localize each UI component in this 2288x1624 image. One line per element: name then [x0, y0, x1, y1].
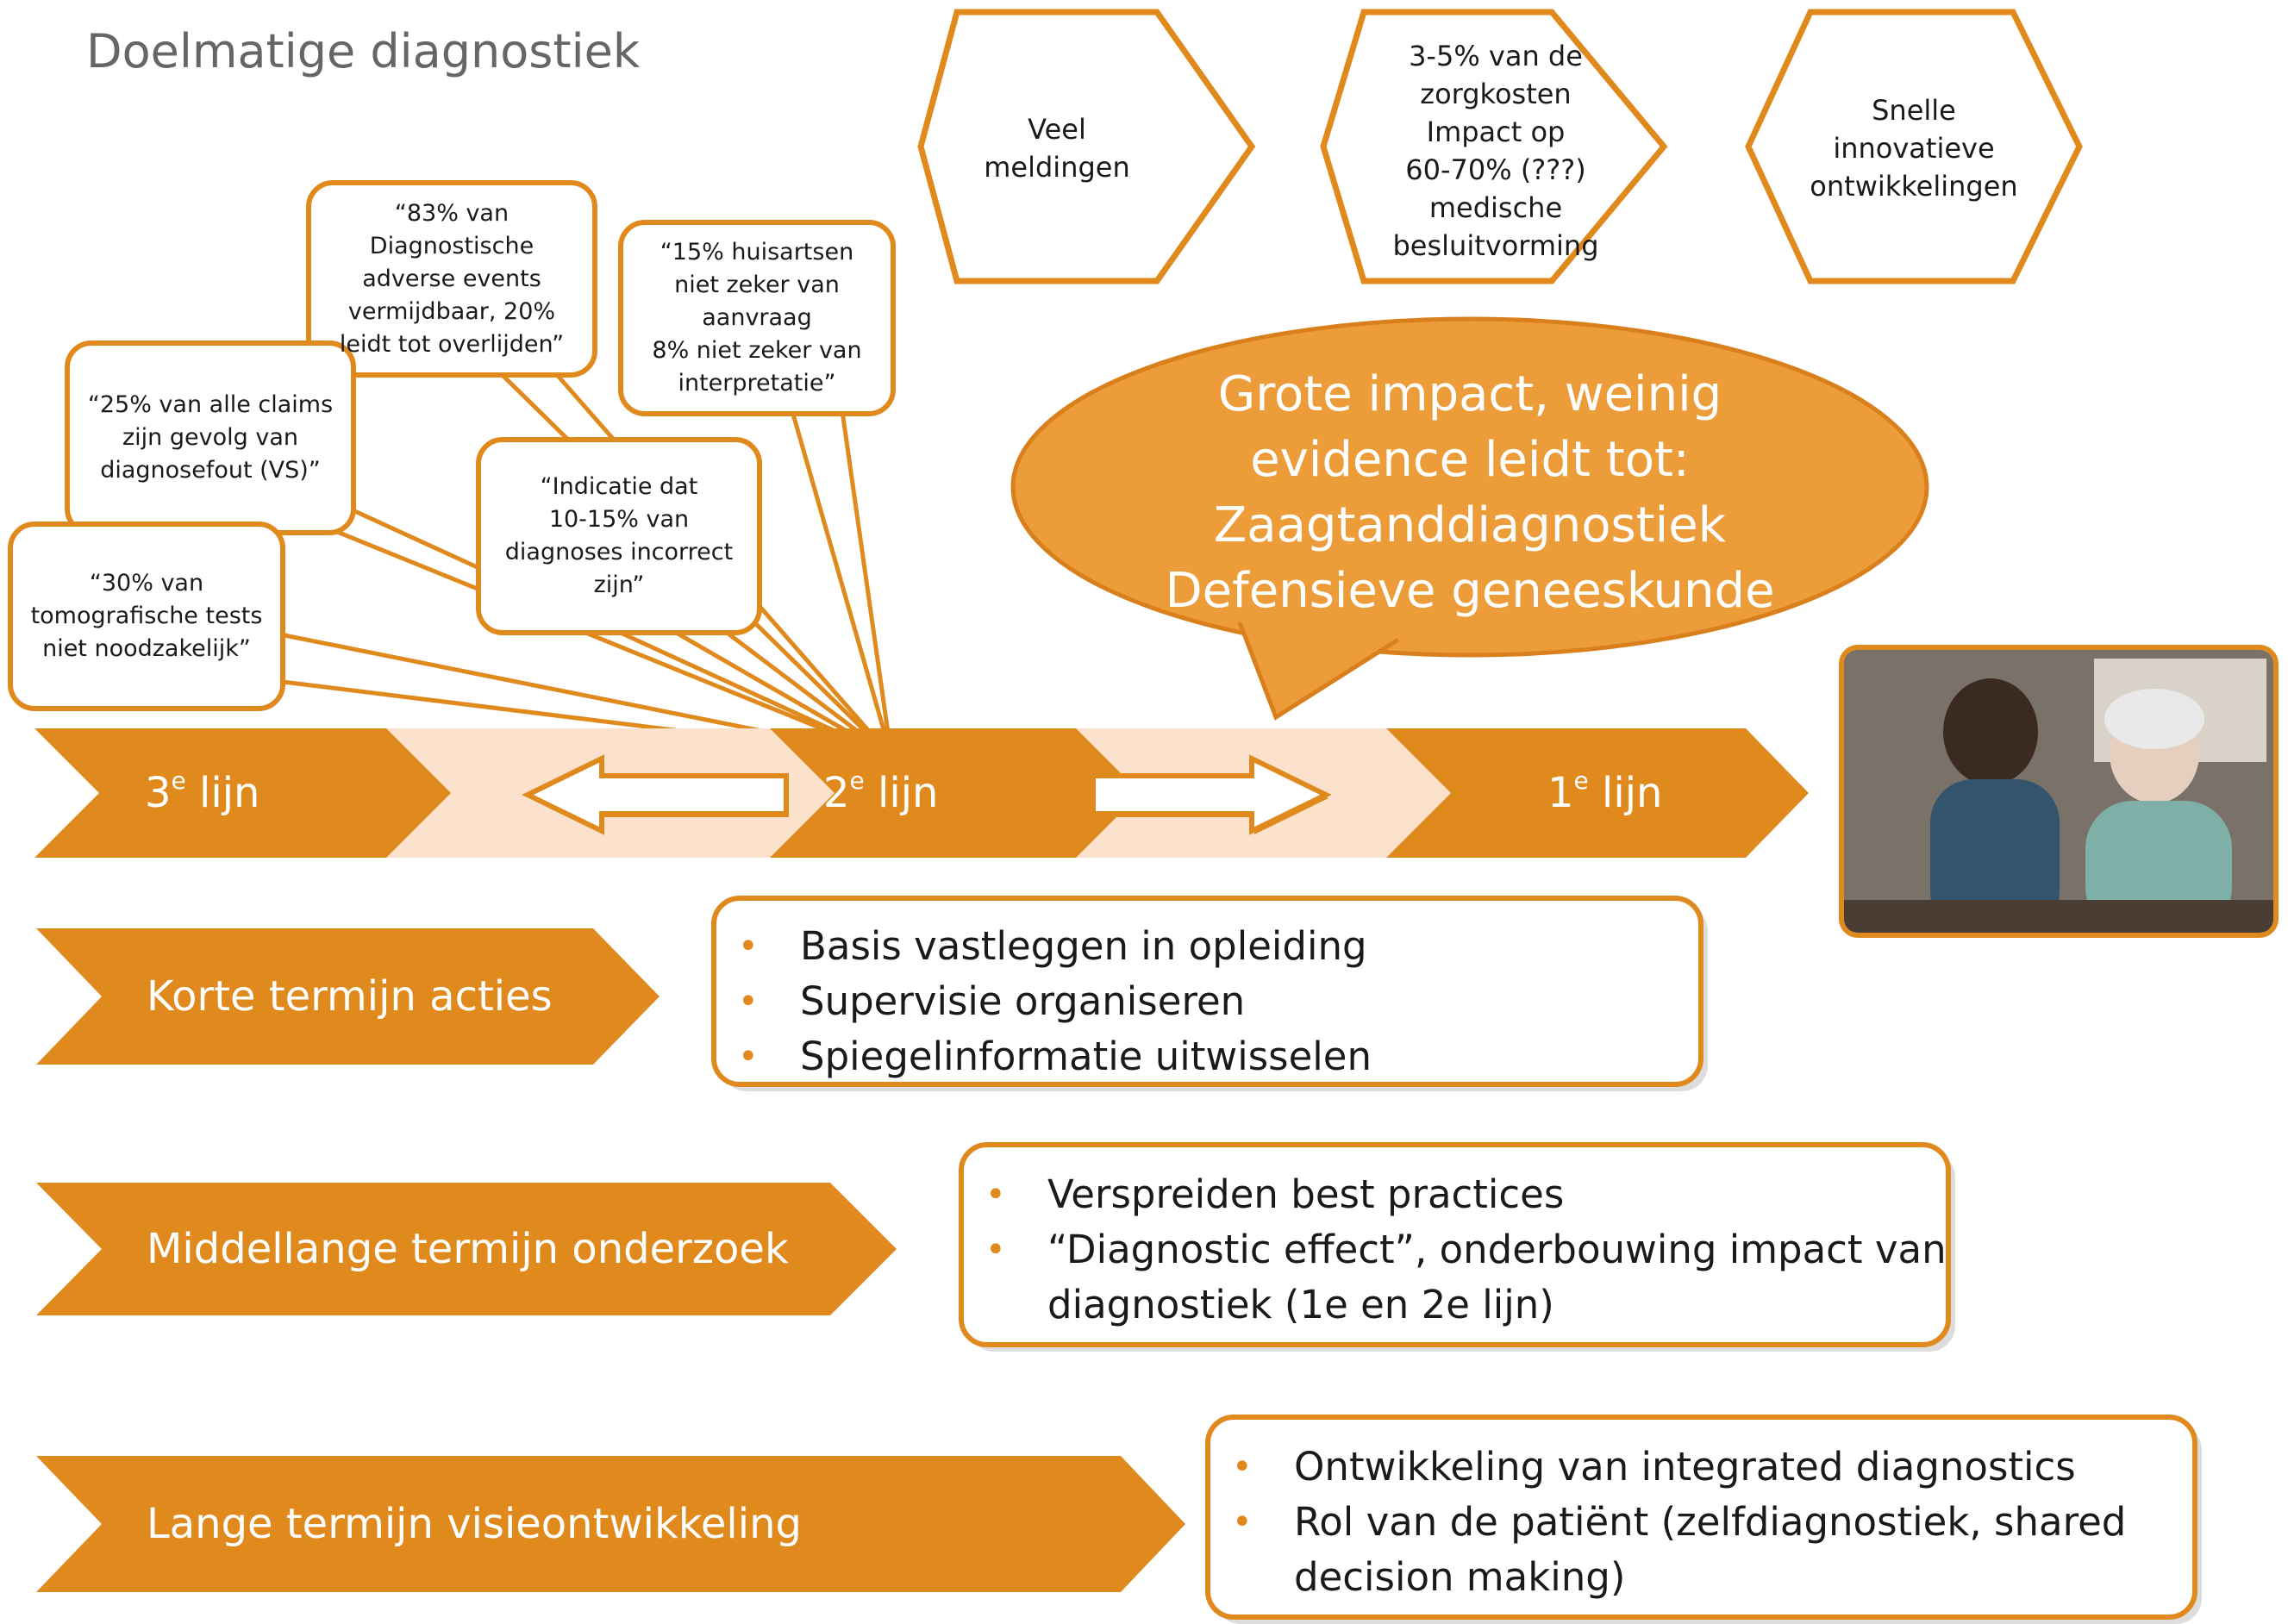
bullet-item: Verspreiden best practices: [961, 1167, 1947, 1222]
callout-box-indicatie: [476, 437, 762, 635]
arrow-left-icon: [522, 754, 789, 835]
callout-box-83: [306, 180, 597, 378]
bullet-item: “Diagnostic effect”, onderbouwing impact…: [961, 1222, 1947, 1277]
hexagon-text-meldingen: Veel meldingen: [984, 113, 1130, 184]
callout-box-15: [618, 220, 896, 416]
row-label-lange-termijn: Lange termijn visieontwikkeling: [147, 1500, 802, 1548]
arrow-right-icon: [1091, 754, 1332, 835]
caregiver-photo: [1839, 645, 2279, 938]
callout-text-30: “30% van tomografische tests niet noodza…: [30, 570, 263, 662]
lijn-label-1e: 1e lijn: [1547, 766, 1663, 817]
chevron-lange-termijn: [36, 1456, 1185, 1592]
bubble-line-2: evidence leidt tot:: [1250, 432, 1690, 488]
bullet-list-middellange: Verspreiden best practices “Diagnostic e…: [961, 1167, 1947, 1333]
lijn-band: [34, 728, 1809, 858]
callout-box-30: [8, 522, 285, 711]
bullet-list-lange: Ontwikkeling van integrated diagnostics …: [1208, 1440, 2126, 1605]
bullet-item: Supervisie organiseren: [714, 974, 1372, 1029]
row-label-korte-termijn: Korte termijn acties: [147, 972, 553, 1021]
caregiver-photo-illustration: [1844, 650, 2273, 933]
bullet-item: Ontwikkeling van integrated diagnostics: [1208, 1440, 2126, 1495]
bullet-item: Basis vastleggen in opleiding: [714, 919, 1372, 974]
bullet-item-continuation: decision making): [1294, 1554, 1626, 1600]
bubble-line-3: Zaagtanddiagnostiek: [1213, 497, 1727, 553]
speech-bubble-impact: [1010, 316, 1929, 721]
lijn-label-3e: 3e lijn: [145, 766, 260, 817]
bullet-item: Rol van de patiënt (zelfdiagnostiek, sha…: [1208, 1495, 2126, 1550]
hexagon-text-zorgkosten: 3-5% van de zorgkosten Impact op 60-70% …: [1392, 40, 1599, 262]
bubble-line-1: Grote impact, weinig: [1217, 366, 1722, 422]
chevron-middellange-termijn: [36, 1183, 897, 1315]
bullet-item: Spiegelinformatie uitwisselen: [714, 1029, 1372, 1084]
page-title: Doelmatige diagnostiek: [86, 24, 641, 78]
lijn-label-2e: 2e lijn: [823, 766, 939, 817]
hexagon-innovatie: [1745, 9, 2083, 284]
callout-text-15: “15% huisartsen niet zeker van aanvraag …: [652, 239, 862, 397]
hexagon-zorgkosten: [1320, 9, 1668, 284]
callout-text-25: “25% van alle claims zijn gevolg van dia…: [87, 391, 334, 484]
bullet-list-korte: Basis vastleggen in opleiding Supervisie…: [714, 919, 1372, 1084]
hexagon-veel-meldingen: [917, 9, 1256, 284]
hexagon-text-innovatie: Snelle innovatieve ontwikkelingen: [1810, 94, 2018, 203]
callout-text-83: “83% van Diagnostische adverse events ve…: [339, 200, 565, 358]
row-label-middellange-termijn: Middellange termijn onderzoek: [147, 1225, 789, 1273]
bullet-item-continuation: diagnostiek (1e en 2e lijn): [1047, 1282, 1554, 1327]
callout-text-indicatie: “Indicatie dat 10-15% van diagnoses inco…: [504, 473, 734, 598]
chevron-korte-termijn: [36, 928, 660, 1065]
bubble-line-4: Defensieve geneeskunde: [1165, 563, 1775, 619]
speech-bubble-text: Grote impact, weinig evidence leidt tot:…: [1103, 362, 1836, 624]
